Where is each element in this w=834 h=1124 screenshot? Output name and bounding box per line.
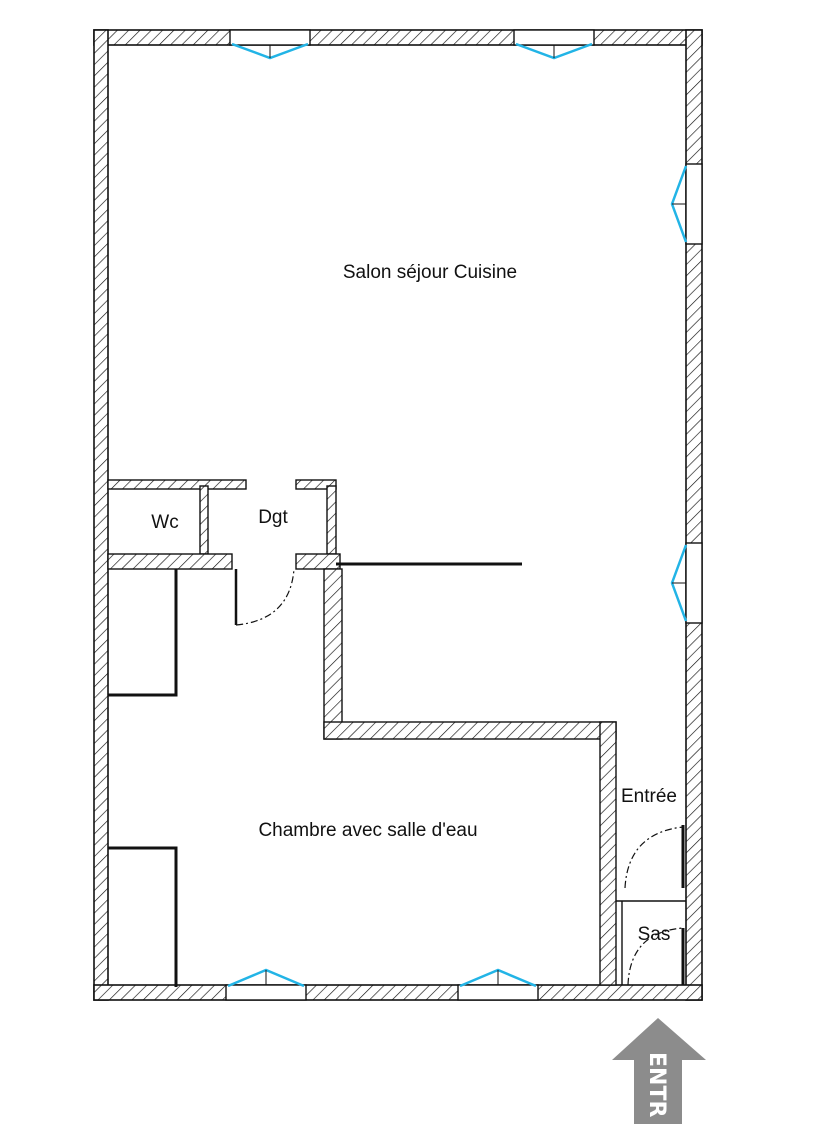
door-entree-swing [624, 826, 684, 889]
wall-left [93, 29, 109, 1001]
window-right-lower [670, 542, 703, 624]
wall-corridor-vertical [323, 568, 343, 740]
window-top-left [229, 29, 311, 60]
wall-dgt-top [295, 479, 337, 490]
interior-walls [107, 479, 617, 986]
window-right-upper [670, 163, 703, 245]
doors [234, 568, 684, 986]
partitions [108, 562, 685, 987]
door-dgt-swing [235, 568, 295, 626]
room-label-sas: Sas [638, 924, 671, 945]
arrow-up-icon: ENTR [612, 1018, 706, 1124]
room-label-entree: Entrée [621, 786, 677, 807]
window-top-right [513, 29, 595, 60]
wall-wc-dgt-divider [199, 485, 209, 555]
entry-arrow-label: ENTR [644, 1052, 669, 1117]
window-bottom-right [457, 968, 539, 1001]
wall-bedroom-top [323, 721, 617, 740]
windows [225, 29, 703, 1001]
door-sas-swing [627, 927, 684, 986]
room-label-living: Salon séjour Cuisine [343, 262, 517, 283]
wall-bottom [93, 984, 703, 1001]
window-bottom-left [225, 968, 307, 1001]
room-label-wc: Wc [151, 512, 178, 533]
wall-wc-top [107, 479, 247, 490]
wall-bottom-wc-dgt-left [107, 553, 233, 570]
wall-bottom-wc-dgt-right [295, 553, 341, 570]
wall-dgt-right [326, 485, 337, 555]
sas-enclosure [616, 900, 686, 985]
wall-entrance-left [599, 721, 617, 986]
room-label-dgt: Dgt [258, 507, 288, 528]
wall-top [93, 29, 703, 46]
room-label-bedroom: Chambre avec salle d'eau [258, 820, 477, 841]
